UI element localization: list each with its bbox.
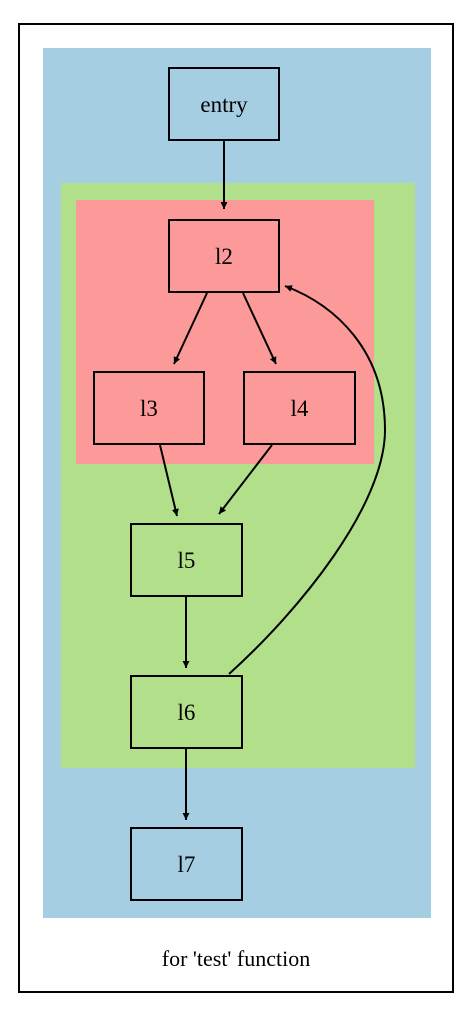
node-l5: l5 [130,523,243,597]
node-l6-label: l6 [177,699,196,725]
node-entry: entry [168,67,280,141]
node-l5-label: l5 [177,547,196,573]
node-l4: l4 [243,371,356,445]
node-entry-label: entry [200,91,248,117]
node-l3: l3 [93,371,205,445]
node-l7-label: l7 [177,851,196,877]
node-l2-label: l2 [215,243,233,269]
node-l6: l6 [130,675,243,749]
node-l2: l2 [168,219,280,293]
node-l4-label: l4 [290,395,309,421]
node-l7: l7 [130,827,243,901]
node-l3-label: l3 [140,395,158,421]
diagram-caption: for 'test' function [161,946,311,971]
